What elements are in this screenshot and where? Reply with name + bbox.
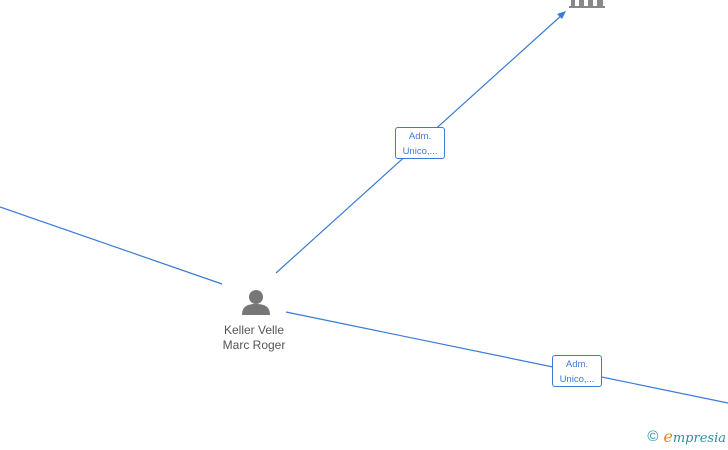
footer-brand: © empresia	[647, 427, 726, 446]
edge-label-to-company[interactable]: Adm. Unico,...	[395, 127, 445, 159]
person-name-line1: Keller Velle	[223, 323, 285, 337]
brand-initial: e	[663, 427, 673, 446]
edge-label-to-right[interactable]: Adm. Unico,...	[552, 355, 602, 387]
edge-label-line1: Adm.	[408, 131, 432, 142]
brand-rest: mpresia	[672, 431, 726, 446]
person-name-line2: Marc Roger	[222, 338, 286, 352]
empresia-logo[interactable]: empresia	[663, 427, 726, 446]
edge-label-line2: Unico,...	[559, 374, 595, 385]
edge-label-line1: Adm.	[565, 359, 589, 370]
edge-label-line2: Unico,...	[402, 146, 438, 157]
person-icon[interactable]	[242, 290, 270, 315]
edge-line-from-left	[0, 206, 223, 285]
edge-arrowhead	[557, 11, 566, 19]
copyright-symbol: ©	[647, 428, 659, 445]
building-icon[interactable]	[569, 0, 605, 8]
edge-line-to-right	[285, 311, 728, 404]
person-name-label[interactable]: Keller Velle Marc Roger	[194, 323, 314, 353]
